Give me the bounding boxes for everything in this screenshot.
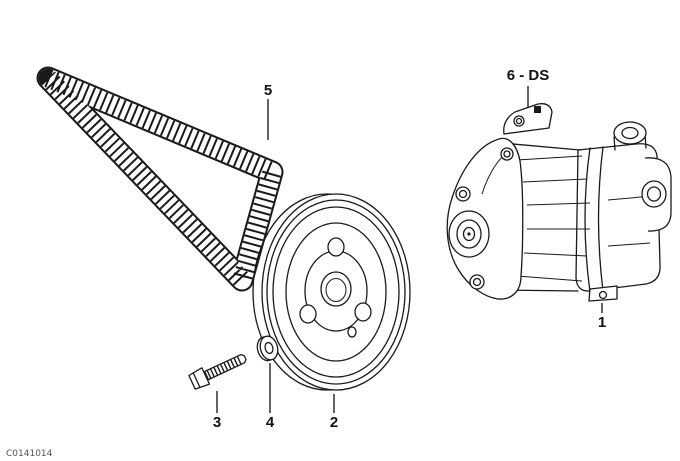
pump-index-mark	[534, 106, 541, 113]
callout-pump-variant: 6 - DS	[507, 67, 550, 84]
pump-foot-hole	[598, 290, 608, 300]
pulley-lightening-hole-left	[299, 304, 317, 324]
callouts: 5 6 - DS 1 2 3 4	[213, 67, 606, 431]
pulley-face-ring	[285, 222, 387, 362]
callout-washer: 4	[266, 414, 275, 431]
pump-bracket-hole-inner	[515, 117, 523, 125]
pump-body	[575, 143, 661, 292]
v-belt	[36, 66, 284, 292]
pulley-groove-ring-1	[266, 199, 406, 385]
callout-belt: 5	[264, 82, 272, 99]
flange-hole-left-inner	[458, 189, 468, 199]
pulley-bolt-hole	[347, 326, 357, 338]
pump-top-bracket	[503, 103, 553, 135]
pulley-center-bore	[320, 271, 352, 307]
pulley-groove-ring-2	[272, 206, 400, 378]
mounting-bolt	[188, 353, 247, 390]
pump-top-fitting	[613, 121, 647, 145]
flange-hole-top-inner	[503, 150, 511, 158]
pump-cone-top-edge	[501, 142, 581, 151]
pulley	[252, 193, 411, 391]
bolt-hex-facet	[192, 372, 201, 388]
flange-hole-bottom-inner	[472, 277, 482, 287]
pump-body-arc-2	[597, 146, 604, 292]
callout-bolt: 3	[213, 414, 221, 431]
pump-mounting-flange	[446, 137, 524, 300]
pump-outlet-port-bore	[646, 186, 662, 202]
power-steering-pump	[446, 103, 672, 302]
washer-hole	[264, 341, 274, 355]
washer	[256, 335, 279, 362]
diagram-code: C0141014	[6, 449, 53, 459]
pump-body-arc-1	[584, 147, 591, 293]
pulley-lightening-hole-right	[354, 302, 372, 322]
pulley-lightening-hole-top	[327, 237, 345, 257]
pump-body-line-2	[607, 242, 651, 247]
v-belt-teeth	[38, 68, 282, 290]
pulley-center-bore-inner	[325, 278, 347, 302]
pump-top-fitting-bore	[621, 126, 639, 140]
callout-pulley: 2	[330, 414, 338, 431]
pump-shaft-center	[467, 232, 471, 236]
callout-pump: 1	[598, 314, 606, 331]
bolt-hex-head	[188, 367, 211, 390]
pump-ribs	[516, 155, 591, 282]
